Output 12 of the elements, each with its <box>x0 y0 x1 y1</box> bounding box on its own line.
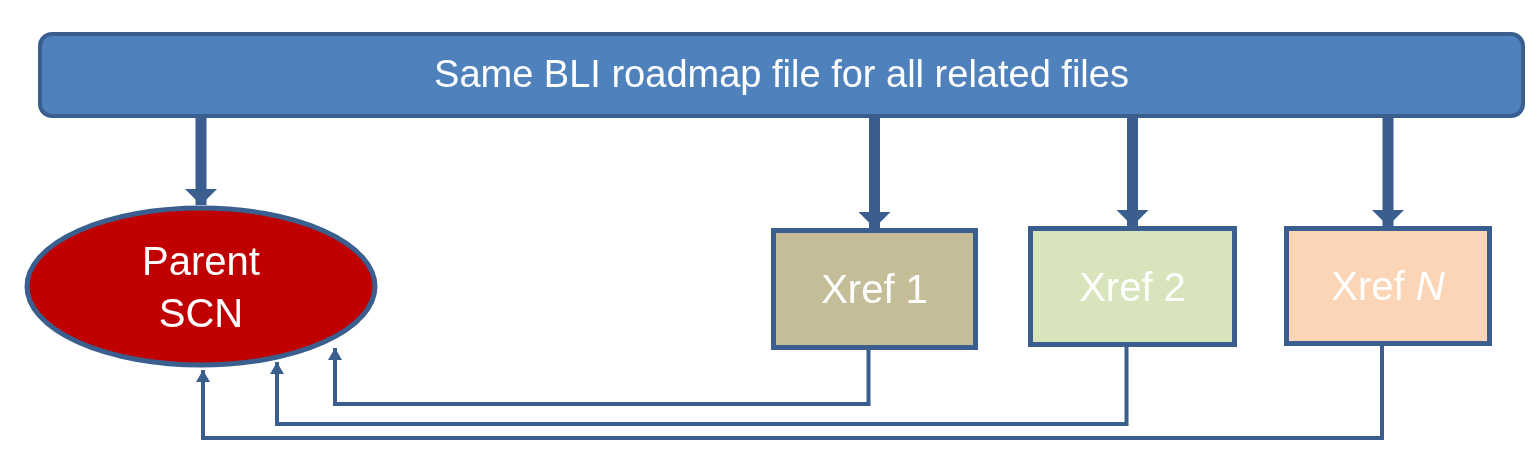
block-arrow <box>185 118 217 205</box>
connector-arrow <box>196 346 1384 440</box>
block-arrow <box>858 118 891 228</box>
block-arrow <box>1116 118 1149 226</box>
block-arrow <box>1372 118 1404 226</box>
title-bar: Same BLI roadmap file for all related files <box>38 32 1525 118</box>
process-box: Xref 1 <box>771 228 978 350</box>
ellipse-node: Parent SCN <box>24 205 378 368</box>
connector-arrow <box>270 347 1129 426</box>
process-box: Xref 2 <box>1028 226 1237 347</box>
connector-arrow <box>328 348 871 406</box>
process-box: Xref N <box>1284 226 1492 346</box>
